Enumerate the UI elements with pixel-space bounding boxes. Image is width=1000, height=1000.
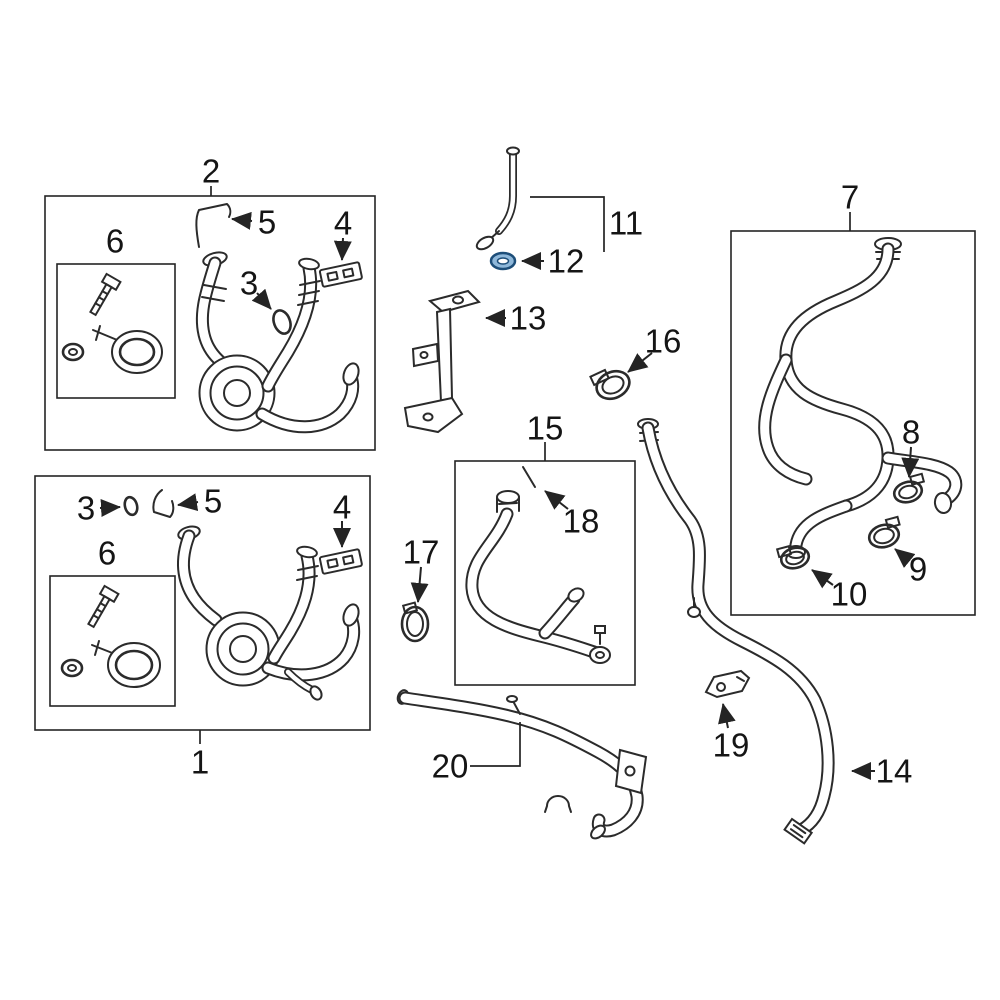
callout-20: 20 (432, 748, 469, 785)
callout-10: 10 (831, 576, 868, 613)
callout-9: 9 (909, 551, 927, 588)
callout-6-top: 6 (106, 223, 124, 260)
part-18-pin (522, 466, 536, 488)
part-8-hose-clamp (892, 472, 926, 504)
arrow-16 (627, 352, 653, 373)
arrow-9 (894, 548, 916, 568)
group-box-part-6-bottom (49, 575, 176, 707)
callout-6-bottom: 6 (98, 535, 116, 572)
part-14-coolant-hose (637, 418, 835, 845)
part-11-vent-tube (475, 146, 520, 251)
part-6-bolt-and-clamp-bottom (60, 584, 161, 688)
part-17-clamp (400, 601, 430, 643)
callout-3-top: 3 (240, 265, 258, 302)
part-20-overflow-hose (396, 689, 648, 840)
part-2-hose-assembly (195, 251, 360, 434)
part-6-bolt-and-clamp-top (61, 272, 163, 374)
callout-7: 7 (841, 179, 859, 216)
callout-16: 16 (645, 323, 682, 360)
group-box-part-6-top (56, 263, 176, 399)
arrow-5-top (231, 211, 253, 230)
part-5-retainer-clip-bottom (152, 489, 175, 518)
part-15-hose-assembly (465, 490, 611, 664)
leader-11-bracket (530, 196, 605, 252)
part-16-hose-clamp (589, 368, 631, 401)
part-4-connector-clip-top (318, 261, 363, 288)
callout-11: 11 (609, 205, 643, 242)
callout-5-bottom: 5 (204, 483, 222, 520)
arrow-5-bottom (177, 493, 199, 512)
part-13-mounting-bracket (403, 289, 481, 434)
callout-13: 13 (510, 300, 547, 337)
callout-4-bottom: 4 (333, 489, 351, 526)
group-box-assembly-1 (34, 475, 371, 731)
part-12-seal-highlighted[interactable] (489, 251, 517, 271)
part-4-connector-clip-bottom (318, 548, 363, 575)
group-box-assembly-7 (730, 230, 976, 616)
arrow-17 (410, 566, 429, 603)
callout-12: 12 (548, 243, 585, 280)
callout-2: 2 (202, 153, 220, 190)
arrow-18 (544, 490, 569, 510)
arrow-8 (901, 446, 920, 478)
part-7-hose-assembly (758, 237, 963, 559)
callout-18: 18 (563, 503, 600, 540)
part-9-hose-clamp (867, 515, 901, 549)
highlighted-o-ring-hole (496, 257, 510, 265)
arrow-3-bottom (99, 498, 121, 517)
part-19-support-bracket (704, 669, 751, 699)
callout-15: 15 (527, 410, 564, 447)
callout-5-top: 5 (258, 204, 276, 241)
callout-14: 14 (876, 753, 913, 790)
group-box-assembly-2 (44, 195, 376, 451)
arrow-10 (811, 569, 834, 589)
callout-17: 17 (403, 534, 440, 571)
callout-1: 1 (191, 744, 209, 781)
arrow-3-top (251, 288, 272, 310)
callout-8: 8 (902, 414, 920, 451)
part-3-o-ring-top (272, 309, 292, 335)
callout-3-bottom: 3 (77, 490, 95, 527)
arrow-4-top (333, 237, 352, 261)
part-10-hose-clamp (775, 544, 811, 570)
callout-19: 19 (713, 727, 750, 764)
part-1-hose-assembly (176, 525, 361, 701)
leader-20 (470, 722, 521, 767)
part-5-retainer-clip-top (195, 203, 232, 248)
callout-4-top: 4 (334, 205, 352, 242)
arrow-19 (718, 703, 736, 729)
part-3-o-ring-bottom (123, 495, 139, 517)
